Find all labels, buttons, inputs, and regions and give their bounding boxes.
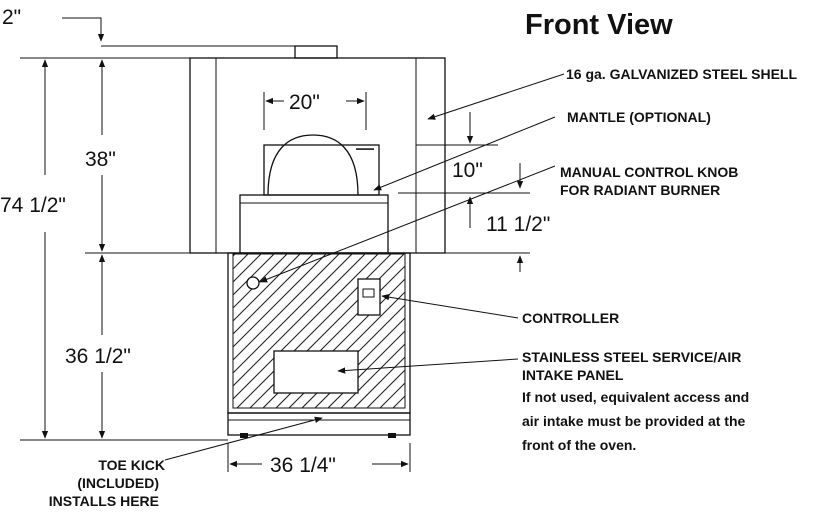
upper-shell bbox=[189, 57, 446, 254]
dimension-lines: 2" 74 1/2" 38" 36 1/2" 20" 10" 11 1/2" bbox=[0, 6, 550, 477]
hatch-line bbox=[417, 250, 577, 410]
hatch-line bbox=[233, 254, 288, 309]
hatch-line bbox=[340, 343, 405, 408]
note-line2: air intake must be provided at the bbox=[522, 413, 745, 429]
oven-opening bbox=[263, 144, 380, 196]
foot-left bbox=[240, 433, 248, 438]
dim-inner-width: 20" bbox=[289, 91, 320, 114]
burner-knob bbox=[246, 276, 260, 290]
dim-total-height: 74 1/2" bbox=[0, 194, 66, 217]
hatch-line bbox=[233, 254, 275, 296]
callout-panel-line2: INTAKE PANEL bbox=[522, 367, 624, 383]
note-line1: If not used, equivalent access and bbox=[522, 389, 749, 405]
hatch-line bbox=[233, 254, 301, 322]
hatch-line bbox=[233, 254, 262, 283]
diagram-title: Front View bbox=[525, 9, 673, 41]
callout-toe-line1: TOE KICK bbox=[98, 457, 165, 473]
hatch-line bbox=[233, 254, 340, 361]
callout-controller: CONTROLLER bbox=[522, 310, 619, 326]
flue-collar bbox=[294, 45, 338, 59]
callout-shell: 16 ga. GALVANIZED STEEL SHELL bbox=[566, 66, 797, 82]
foot-right bbox=[388, 433, 396, 438]
mantle bbox=[239, 194, 389, 254]
hatch-line bbox=[366, 369, 405, 408]
hatch-line bbox=[236, 254, 392, 408]
hatch-line bbox=[233, 254, 379, 400]
dim-upper-height: 38" bbox=[85, 148, 116, 171]
callout-toe-line2: (INCLUDED) bbox=[77, 475, 159, 491]
note-line3: front of the oven. bbox=[522, 437, 636, 453]
toe-kick-base bbox=[227, 412, 411, 436]
hatch-line bbox=[233, 254, 314, 335]
hatch-line bbox=[233, 254, 353, 374]
hatch-line bbox=[53, 250, 213, 410]
dim-base-width: 36 1/4" bbox=[270, 454, 336, 477]
hatch-line bbox=[430, 250, 590, 410]
callout-toe-line3: INSTALLS HERE bbox=[49, 493, 159, 509]
service-panel bbox=[273, 350, 359, 394]
callout-knob-line2: FOR RADIANT BURNER bbox=[560, 182, 720, 198]
dim-mantle-gap: 11 1/2" bbox=[486, 213, 550, 236]
hatch-line bbox=[353, 356, 405, 408]
callout-panel-line1: STAINLESS STEEL SERVICE/AIR bbox=[522, 349, 741, 365]
hatch-line bbox=[66, 250, 226, 410]
hatch-line bbox=[233, 254, 366, 387]
hatch-line bbox=[404, 250, 564, 410]
hatch-line bbox=[233, 254, 327, 348]
dim-mantle-drop: 10" bbox=[452, 159, 483, 182]
callout-knob-line1: MANUAL CONTROL KNOB bbox=[560, 164, 738, 180]
hatch-line bbox=[379, 382, 405, 408]
dim-top-offset: 2" bbox=[2, 6, 21, 29]
oven-dome bbox=[267, 134, 359, 196]
dim-lower-height: 36 1/2" bbox=[65, 345, 131, 368]
oven-drawing: ▬▬▬ bbox=[53, 45, 590, 438]
callout-leaders bbox=[164, 73, 565, 461]
hatch-line bbox=[392, 395, 405, 408]
controller-display bbox=[362, 288, 375, 298]
callout-mantle: MANTLE (OPTIONAL) bbox=[567, 109, 711, 125]
oven-badge: ▬▬▬ bbox=[356, 146, 374, 152]
hatch-line bbox=[233, 254, 236, 257]
